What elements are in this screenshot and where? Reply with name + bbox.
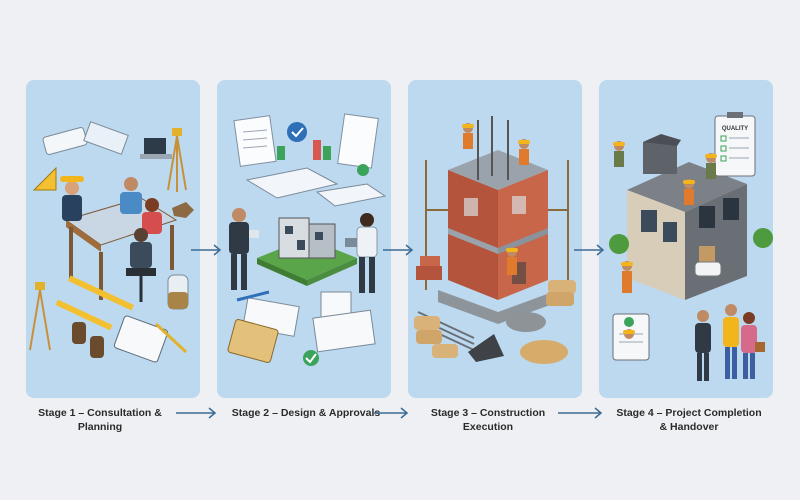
- arrow-right-icon: [383, 244, 414, 256]
- quality-clipboard-label: QUALITY: [722, 126, 748, 132]
- stage-1-panel: [26, 80, 200, 398]
- stage-2-panel: [217, 80, 391, 398]
- caption-arrow-right-icon: [176, 407, 217, 419]
- stage-1-caption-line1: Stage 1 – Consultation &: [38, 407, 162, 419]
- stage-4-panel: QUALITY: [599, 80, 773, 398]
- caption-arrow-right-icon: [558, 407, 603, 419]
- stage-2-caption: Stage 2 – Design & Approvals: [227, 406, 385, 420]
- consultation-illustration: [29, 121, 194, 363]
- stage-1-caption: Stage 1 – Consultation & Planning: [26, 406, 174, 434]
- stage-3-caption-line2: Execution: [462, 421, 514, 433]
- stage-3-panel: [408, 80, 582, 398]
- stage-4-caption-line1: Stage 4 – Project Completion: [616, 407, 762, 419]
- arrow-right-icon: [574, 244, 605, 256]
- construction-illustration: [414, 116, 576, 364]
- arrow-right-icon: [191, 244, 222, 256]
- stage-1-caption-line2: Planning: [77, 421, 123, 433]
- design-illustration: [227, 113, 387, 366]
- stage-3-caption: Stage 3 – Construction Execution: [408, 406, 568, 434]
- stage-4-caption: Stage 4 – Project Completion & Handover: [600, 406, 778, 434]
- caption-arrow-right-icon: [374, 407, 409, 419]
- stage-3-caption-line1: Stage 3 – Construction: [430, 407, 546, 419]
- stage-4-caption-line2: & Handover: [659, 421, 719, 433]
- stage-2-caption-line1: Stage 2 – Design & Approvals: [231, 407, 381, 419]
- completion-illustration: QUALITY: [609, 112, 773, 381]
